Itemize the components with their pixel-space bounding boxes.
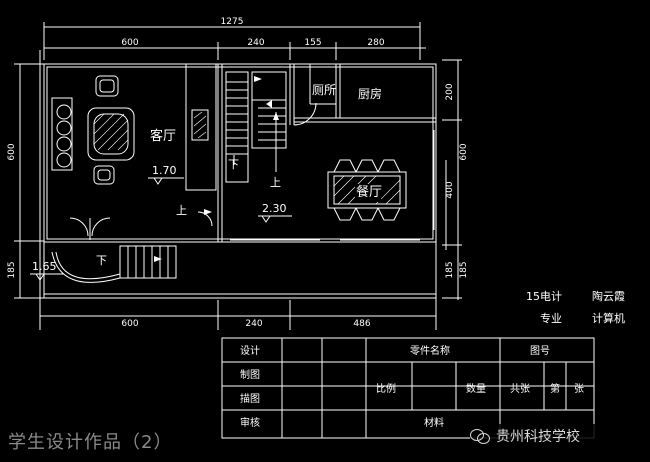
dim-right-a: 200 — [445, 83, 455, 100]
tb-drafting: 制图 — [240, 368, 260, 381]
tb-part-name: 零件名称 — [410, 344, 450, 357]
room-living: 客厅 — [150, 128, 176, 144]
tb-scale: 比例 — [376, 382, 396, 395]
dim-left-main: 600 — [7, 143, 17, 160]
dim-right-b: 600 — [459, 143, 469, 160]
stair-down-2: 下 — [96, 254, 107, 267]
tb-review: 审核 — [240, 416, 260, 429]
stair-up-2: 上 — [176, 204, 187, 217]
room-toilet: 厕所 — [312, 83, 336, 97]
dim-bottom-mid: 240 — [245, 319, 262, 329]
tb-quantity: 数量 — [466, 382, 486, 395]
info-name: 陶云霞 — [592, 289, 625, 303]
dim-bottom-right: 486 — [353, 319, 370, 329]
tb-sheet-no-a: 第 — [550, 382, 560, 395]
stair-up-1: 上 — [270, 176, 281, 189]
dim-left-bottom: 185 — [7, 261, 17, 278]
level-stair: 2.30 — [262, 202, 287, 215]
dim-bottom-left: 600 — [121, 319, 138, 329]
dim-top-right-b: 280 — [367, 38, 384, 48]
caption: 学生设计作品（2） — [8, 432, 173, 453]
room-kitchen: 厨房 — [358, 86, 382, 101]
tb-drawing-no: 图号 — [530, 345, 550, 357]
watermark-badge: 贵州科技学校 — [470, 424, 645, 448]
dim-top-right-a: 155 — [304, 38, 321, 48]
tb-tracing: 描图 — [240, 392, 260, 405]
room-dining: 餐厅 — [356, 184, 382, 200]
dim-right-c: 400 — [445, 181, 455, 198]
level-terrace: 1.65 — [32, 260, 57, 273]
stair-down-1: 下 — [228, 158, 239, 171]
tb-sheet-no-b: 张 — [574, 383, 584, 395]
tb-material: 材料 — [424, 416, 444, 429]
watermark-text: 贵州科技学校 — [496, 429, 580, 445]
wechat-icon — [470, 428, 490, 444]
info-major: 计算机 — [592, 311, 625, 325]
dim-total: 1275 — [221, 17, 244, 27]
info-major-label: 专业 — [540, 311, 562, 325]
info-class: 15电计 — [526, 290, 562, 303]
dim-right-d: 185 — [445, 261, 455, 278]
tb-design: 设计 — [240, 344, 260, 357]
level-living: 1.70 — [152, 164, 177, 177]
dim-top-mid: 240 — [247, 38, 264, 48]
dim-top-left: 600 — [121, 38, 138, 48]
tb-total-sheets: 共张 — [510, 383, 530, 395]
dim-right-e: 185 — [459, 261, 469, 278]
